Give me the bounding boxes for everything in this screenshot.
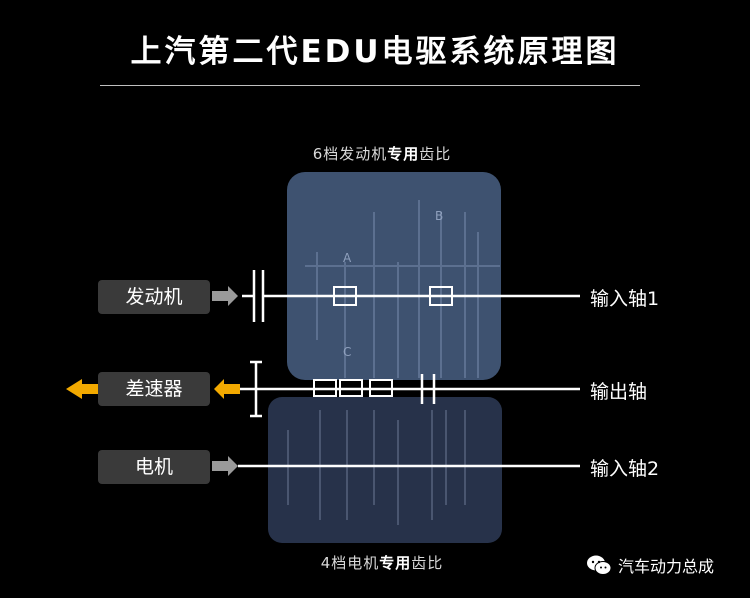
lower-gear-panel xyxy=(268,397,502,543)
engine-arrow xyxy=(212,286,238,306)
bottom-caption: 4档电机专用齿比 xyxy=(262,552,502,573)
watermark-text: 汽车动力总成 xyxy=(618,557,715,576)
gear-label-c: C xyxy=(343,345,351,359)
bottom-caption-post: 齿比 xyxy=(411,554,444,572)
engine-label: 发动机 xyxy=(98,280,210,314)
gear-label-a: A xyxy=(343,251,352,265)
gear-label-b: B xyxy=(435,209,443,223)
motor-label: 电机 xyxy=(98,450,210,484)
differential-label: 差速器 xyxy=(98,372,210,406)
upper-gear-panel xyxy=(287,172,501,380)
bottom-caption-pre: 4档电机 xyxy=(320,554,380,572)
watermark: 汽车动力总成 xyxy=(586,553,714,577)
top-caption: 6档发动机专用齿比 xyxy=(262,143,502,164)
differential-input-arrow xyxy=(214,379,240,399)
title-divider xyxy=(100,85,640,86)
drive-output-arrow xyxy=(66,379,98,399)
top-caption-pre: 6档发动机 xyxy=(312,145,388,163)
diagram-title: 上汽第二代EDU电驱系统原理图 xyxy=(130,34,620,70)
output-shaft xyxy=(238,360,580,418)
bottom-caption-bold: 专用 xyxy=(379,554,412,572)
top-caption-bold: 专用 xyxy=(387,145,420,163)
wechat-icon xyxy=(587,555,612,575)
top-caption-post: 齿比 xyxy=(419,145,452,163)
input-shaft-1-label: 输入轴1 xyxy=(590,288,660,310)
output-shaft-label: 输出轴 xyxy=(590,381,648,403)
input-shaft-1 xyxy=(242,270,580,322)
input-shaft-2-label: 输入轴2 xyxy=(590,458,660,480)
motor-arrow xyxy=(212,456,238,476)
